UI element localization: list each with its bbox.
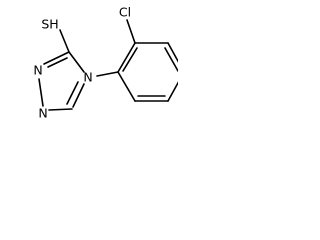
ring-nitrogen-2-label: N xyxy=(33,63,42,78)
chlorine-bond xyxy=(126,19,136,44)
benzene-bond-1 xyxy=(117,42,136,73)
benzene-bond-1-inner xyxy=(122,47,138,72)
triazole-bond-n2-n1 xyxy=(38,78,44,107)
triazole-bond-c5-n4-inner xyxy=(66,81,79,105)
chemical-structure-diagram: Cl SH N N N xyxy=(33,5,178,121)
benzene-bond-6 xyxy=(117,71,136,102)
benzene-bond-4 xyxy=(167,81,178,102)
benzene-ring xyxy=(117,42,178,102)
triazole-bond-n4-c3 xyxy=(68,51,85,73)
triazole-ring xyxy=(38,51,85,111)
thiol-bond xyxy=(59,29,70,53)
thiol-label: SH xyxy=(41,17,58,32)
ring-nitrogen-4-label: N xyxy=(83,70,92,85)
aryl-n-bond xyxy=(96,71,119,77)
benzene-bond-3-inner xyxy=(164,47,178,72)
chlorine-label: Cl xyxy=(119,5,131,20)
ring-nitrogen-1-label: N xyxy=(38,106,47,121)
triazole-bond-c3-n2 xyxy=(43,51,70,65)
triazole-bond-c5-n4 xyxy=(72,83,85,108)
triazole-bond-c3-n2-inner xyxy=(47,57,68,68)
benzene-bond-3 xyxy=(167,42,178,63)
triazole-bond-n1-c5 xyxy=(48,108,73,111)
